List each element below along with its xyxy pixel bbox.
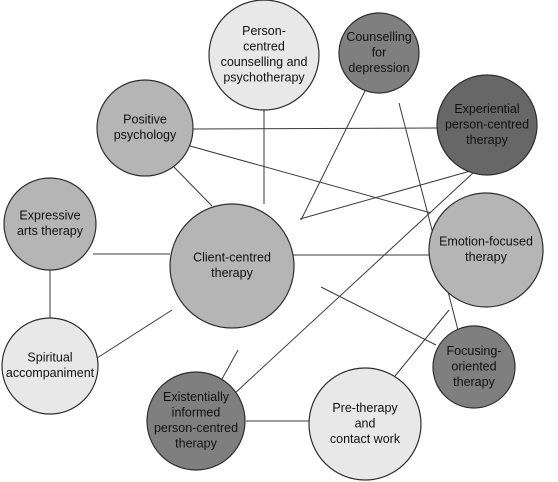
- node-circle-focusing-oriented: [432, 325, 516, 409]
- node-circle-existentially-informed: [146, 371, 246, 471]
- node-label-positive-psychology-line-1: Positive: [123, 113, 167, 127]
- node-label-focusing-oriented-line-1: Focusing-: [447, 344, 502, 358]
- node-label-existentially-informed-line-4: therapy: [175, 437, 217, 451]
- connection-line-4: [171, 164, 213, 207]
- node-label-person-centred-line-2: centred: [243, 40, 285, 54]
- node-label-pre-therapy-line-1: Pre-therapy: [332, 401, 398, 415]
- node-label-person-centred-line-1: Person-: [242, 24, 286, 38]
- node-circle-experiential: [436, 74, 538, 176]
- node-label-experiential-line-3: therapy: [466, 133, 508, 147]
- node-label-existentially-informed-line-1: Existentially: [163, 390, 230, 404]
- node-circle-counselling-depression: [338, 12, 420, 94]
- node-label-counselling-depression-line-3: depression: [348, 61, 409, 75]
- connection-lines: [49, 90, 475, 422]
- node-focusing-oriented: Focusing-oriented therapy: [432, 325, 516, 409]
- node-label-expressive-arts-line-2: arts therapy: [17, 224, 84, 238]
- node-circle-person-centred: [208, 0, 320, 111]
- node-label-person-centred-line-4: psychotherapy: [223, 71, 305, 85]
- connection-line-11: [320, 286, 437, 346]
- node-label-emotion-focused-line-1: Emotion-focused: [439, 235, 533, 249]
- node-label-spiritual-line-2: accompaniment: [6, 366, 95, 380]
- connection-line-7: [299, 169, 475, 220]
- node-circle-emotion-focused: [428, 192, 544, 308]
- node-label-counselling-depression-line-1: Counselling: [346, 30, 411, 44]
- node-label-client-centred-line-1: Client-centred: [193, 251, 271, 265]
- node-label-pre-therapy-line-2: and: [355, 416, 376, 430]
- node-label-focusing-oriented-line-2: oriented: [451, 359, 496, 373]
- connection-line-8: [233, 172, 474, 395]
- node-circle-pre-therapy: [308, 367, 422, 481]
- node-label-existentially-informed-line-3: person-centred: [154, 421, 238, 435]
- node-circle-client-centred: [169, 203, 295, 329]
- node-label-pre-therapy-line-3: contact work: [330, 432, 401, 446]
- connection-line-2: [300, 90, 366, 221]
- node-label-experiential-line-1: Experiential: [454, 102, 519, 116]
- node-label-experiential-line-2: person-centred: [445, 117, 529, 131]
- connection-line-6: [189, 145, 432, 214]
- node-label-expressive-arts-line-1: Expressive: [19, 209, 80, 223]
- node-circle-expressive-arts: [3, 177, 97, 271]
- node-label-existentially-informed-line-2: informed: [172, 406, 221, 420]
- connection-line-5: [192, 127, 438, 130]
- node-circle-spiritual: [1, 317, 99, 415]
- node-label-spiritual-line-1: Spiritual: [27, 351, 72, 365]
- connection-line-14: [221, 349, 239, 380]
- node-label-person-centred-line-3: counselling and: [221, 55, 308, 69]
- connection-line-16: [394, 309, 450, 377]
- node-circle-positive-psychology: [96, 79, 194, 177]
- connection-line-13: [96, 309, 173, 359]
- node-label-positive-psychology-line-2: psychology: [114, 128, 177, 142]
- node-label-emotion-focused-line-2: therapy: [465, 250, 507, 264]
- node-label-client-centred-line-2: therapy: [211, 266, 253, 280]
- node-label-focusing-oriented-line-3: therapy: [453, 375, 495, 389]
- node-label-counselling-depression-line-2: for: [372, 45, 387, 59]
